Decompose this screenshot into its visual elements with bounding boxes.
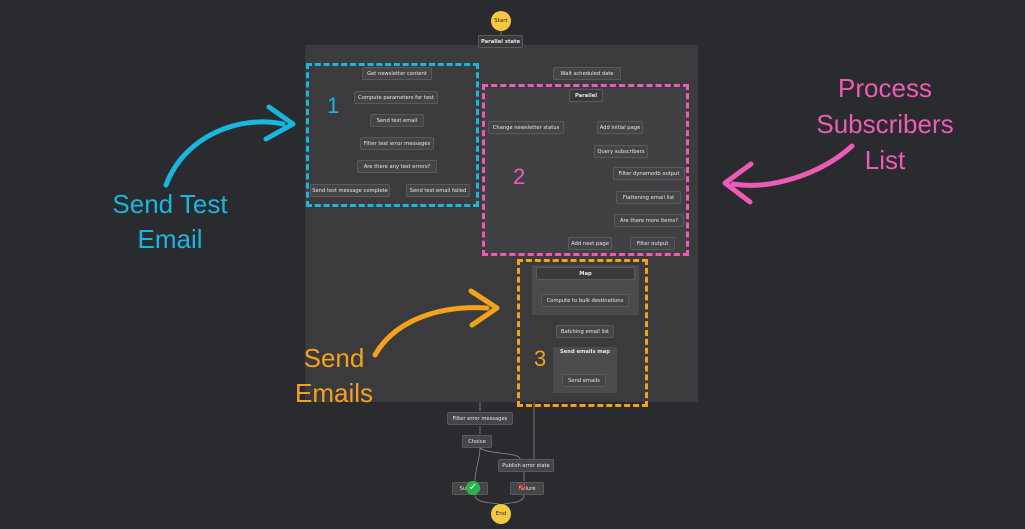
change-newsletter-status-node: Change newsletter status <box>488 121 564 134</box>
compute-parameters-node: Compute parameters for test <box>354 91 438 104</box>
send-emails-label-line2: Emails <box>294 378 373 408</box>
send-test-failed-node: Send test email failed <box>406 184 470 197</box>
section3-highlight <box>517 259 648 407</box>
section3-number: 3 <box>534 346 547 371</box>
parallel-state-node: Parallel state <box>478 35 523 48</box>
send-test-email-label-line2: Email <box>137 224 203 254</box>
add-next-page-node: Add next page <box>568 237 612 250</box>
filter-test-errors-node: Filter test error messages <box>360 137 434 150</box>
filter-error-messages-node: Filter error messages <box>447 412 513 425</box>
send-test-complete-node: Send test message complete <box>310 184 390 197</box>
section1-number: 1 <box>327 93 340 118</box>
flattening-email-list-node: Flattening email list <box>616 191 681 204</box>
get-newsletter-content-node: Get newsletter content <box>362 67 432 80</box>
add-initial-page-node: Add initial page <box>597 121 643 134</box>
section2-highlight <box>482 84 689 256</box>
send-emails-node: Send emails <box>562 374 606 387</box>
failure-node: Failure <box>510 482 544 495</box>
process-subscribers-label-line1: Process <box>838 73 932 103</box>
process-subscribers-label-line3: List <box>864 145 906 175</box>
batching-email-list-node: Batching email list <box>556 325 614 338</box>
more-items-node: Are there more items? <box>614 214 684 227</box>
start-node: Start <box>491 11 511 31</box>
section2-number: 2 <box>513 164 526 189</box>
publish-error-state-node: Publish error state <box>498 459 554 472</box>
send-test-email-node: Send test email <box>370 114 424 127</box>
send-emails-label-line1: Send <box>303 343 365 373</box>
send-test-email-label-line1: Send Test <box>112 189 228 219</box>
section1-highlight <box>306 63 479 207</box>
choice-node: Choice <box>462 435 492 448</box>
process-subscribers-label: Process Subscribers List <box>800 70 970 178</box>
send-emails-label: Send Emails <box>284 341 384 411</box>
send-emails-map-node: Send emails map <box>560 349 610 355</box>
process-subscribers-label-line2: Subscribers <box>816 109 954 139</box>
wait-scheduled-date-node: Wait scheduled date <box>553 67 621 80</box>
cross-icon: ✕ <box>516 480 528 495</box>
any-test-errors-node: Are there any test errors? <box>357 160 437 173</box>
filter-output-node: Filter output <box>630 237 675 250</box>
check-icon: ✓ <box>466 481 480 495</box>
filter-dynamodb-output-node: Filter dynamodb output <box>613 167 685 180</box>
send-test-email-label: Send Test Email <box>95 187 245 257</box>
map-node: Map <box>536 267 635 280</box>
parallel-node: Parallel <box>569 89 603 102</box>
compute-bulk-destinations-node: Compute to bulk destinations <box>541 294 629 307</box>
query-subscribers-node: Query subscribers <box>594 145 648 158</box>
end-node: End <box>491 504 511 524</box>
